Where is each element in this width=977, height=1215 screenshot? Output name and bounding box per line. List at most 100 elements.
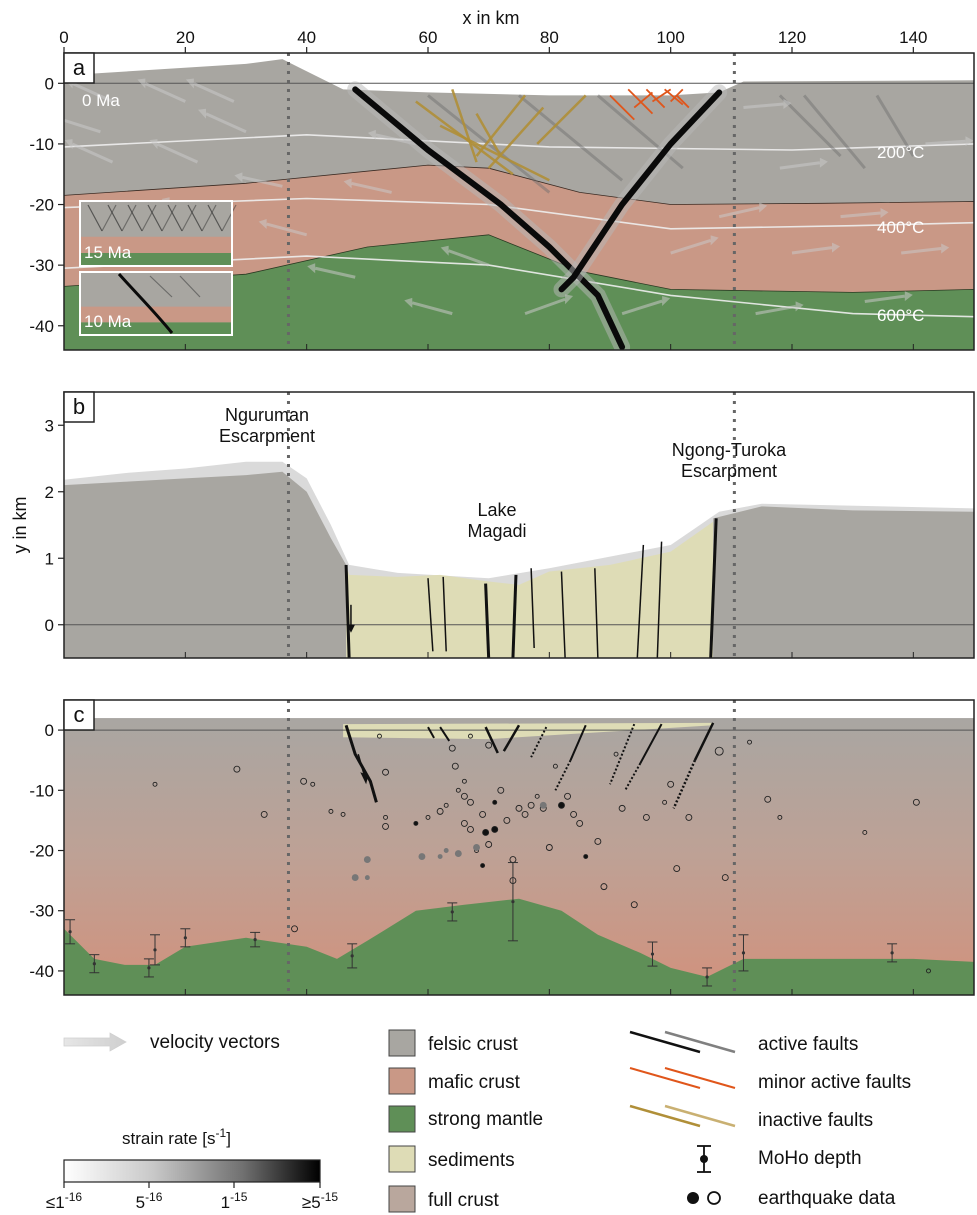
earthquake-marker <box>460 792 468 800</box>
earthquake-marker <box>461 778 467 784</box>
strain-band <box>802 94 866 170</box>
velocity-arrow <box>71 82 114 103</box>
minor-fault-icon-2 <box>664 1067 736 1089</box>
moho-depth-point <box>92 962 96 966</box>
earthquake-marker <box>926 968 931 974</box>
basin-fault <box>427 578 434 652</box>
earthquake-marker <box>152 781 158 787</box>
shear-zone <box>352 86 626 350</box>
x-axis-title: x in km <box>462 8 519 28</box>
earthquake-marker <box>552 763 558 769</box>
velocity-arrow <box>864 294 906 303</box>
earthquake-marker <box>747 739 752 745</box>
panel-c: 0-10-20-30-40 c <box>29 699 975 996</box>
basin-fault <box>594 568 599 658</box>
legend-mantle-label: strong mantle <box>428 1109 543 1130</box>
inset-strain <box>127 204 143 232</box>
inset-time-label: 15 Ma <box>84 243 132 262</box>
place-label: Escarpment <box>681 461 777 481</box>
inset-strain <box>87 204 103 232</box>
earthquake-marker <box>600 883 608 891</box>
inactive-fault <box>475 94 527 157</box>
velocity-arrow-head <box>149 139 158 150</box>
inactive-fault <box>536 94 587 145</box>
legend-sediments-label: sediments <box>428 1150 515 1171</box>
strong-mantle-layer <box>64 234 974 350</box>
legend-full-crust-label: full crust <box>428 1190 499 1211</box>
x-tick-label: 80 <box>540 28 559 47</box>
velocity-arrow <box>925 139 966 146</box>
earthquake-marker <box>455 787 461 793</box>
velocity-arrow-head <box>404 297 413 308</box>
earthquake-marker <box>479 810 487 818</box>
earthquake-marker <box>310 781 316 787</box>
basin-fault <box>656 541 663 658</box>
velocity-arrow <box>71 142 114 164</box>
earthquake-marker <box>413 820 419 826</box>
inset-strain <box>167 204 183 232</box>
velocity-arrow-head <box>880 208 889 219</box>
moho-depth-point <box>450 910 454 914</box>
fault-solid <box>427 726 435 739</box>
earthquake-marker <box>418 853 426 860</box>
sediments-swatch <box>388 1145 416 1173</box>
earthquake-marker <box>673 865 681 873</box>
earthquake-marker <box>492 799 498 805</box>
earthquake-filled-icon <box>687 1192 699 1204</box>
earthquake-marker <box>300 777 308 785</box>
mantle-swatch <box>388 1105 416 1133</box>
earthquake-marker <box>527 801 535 809</box>
earthquake-marker <box>583 854 589 859</box>
place-label: Ngong-Turoka <box>672 440 787 460</box>
earthquake-marker <box>480 863 486 869</box>
earthquake-marker <box>576 819 584 827</box>
minor-active-fault <box>676 94 690 109</box>
velocity-arrow-head <box>832 242 840 253</box>
strain-band <box>778 94 842 158</box>
earthquake-marker <box>383 814 388 820</box>
earthquake-marker <box>482 828 490 836</box>
inset-strain <box>201 204 217 232</box>
place-label: Magadi <box>467 521 526 541</box>
fault-solid <box>693 722 715 761</box>
inset-shear-zone <box>117 273 174 334</box>
earthquake-marker <box>862 829 868 835</box>
y-tick-label: 3 <box>45 416 54 435</box>
earthquake-marker <box>714 746 724 756</box>
earthquake-marker <box>377 733 382 739</box>
inset-strain <box>147 204 163 232</box>
earthquake-marker <box>363 856 371 863</box>
isotherm-line <box>64 197 974 230</box>
earthquake-marker <box>382 822 389 830</box>
inset-strain <box>221 204 237 232</box>
fault-dotted <box>624 762 642 791</box>
earthquake-marker <box>443 848 449 853</box>
earthquake-marker <box>497 786 505 794</box>
legend-inactive-label: inactive faults <box>758 1110 873 1131</box>
x-tick-label: 40 <box>297 28 316 47</box>
earthquake-marker <box>454 850 462 857</box>
x-tick-label: 20 <box>176 28 195 47</box>
earthquake-marker <box>340 811 346 817</box>
earthquake-marker <box>467 825 474 833</box>
earthquake-marker <box>764 795 772 803</box>
earthquake-marker <box>436 807 444 815</box>
colorbar-tick-label: ≤1-16 <box>46 1190 82 1212</box>
panel-c-letter: c <box>74 702 85 727</box>
inactive-fault-light-icon <box>664 1104 736 1128</box>
minor-fault-icon <box>629 1067 701 1089</box>
legend-minor-label: minor active faults <box>758 1072 911 1093</box>
basin-fault <box>344 564 351 658</box>
basin-fault <box>511 574 518 658</box>
velocity-arrow <box>242 175 283 188</box>
y-tick-label: 0 <box>45 74 54 93</box>
inset-strain <box>107 204 123 232</box>
strain-band <box>427 94 551 194</box>
inset-strain <box>161 204 177 232</box>
panel-a-letter-box <box>63 52 95 84</box>
temperature-label: 200°C <box>877 143 924 162</box>
inset-mantle <box>80 322 232 335</box>
earthquake-marker <box>912 798 920 806</box>
moho-errorbar-icon <box>697 1145 711 1173</box>
